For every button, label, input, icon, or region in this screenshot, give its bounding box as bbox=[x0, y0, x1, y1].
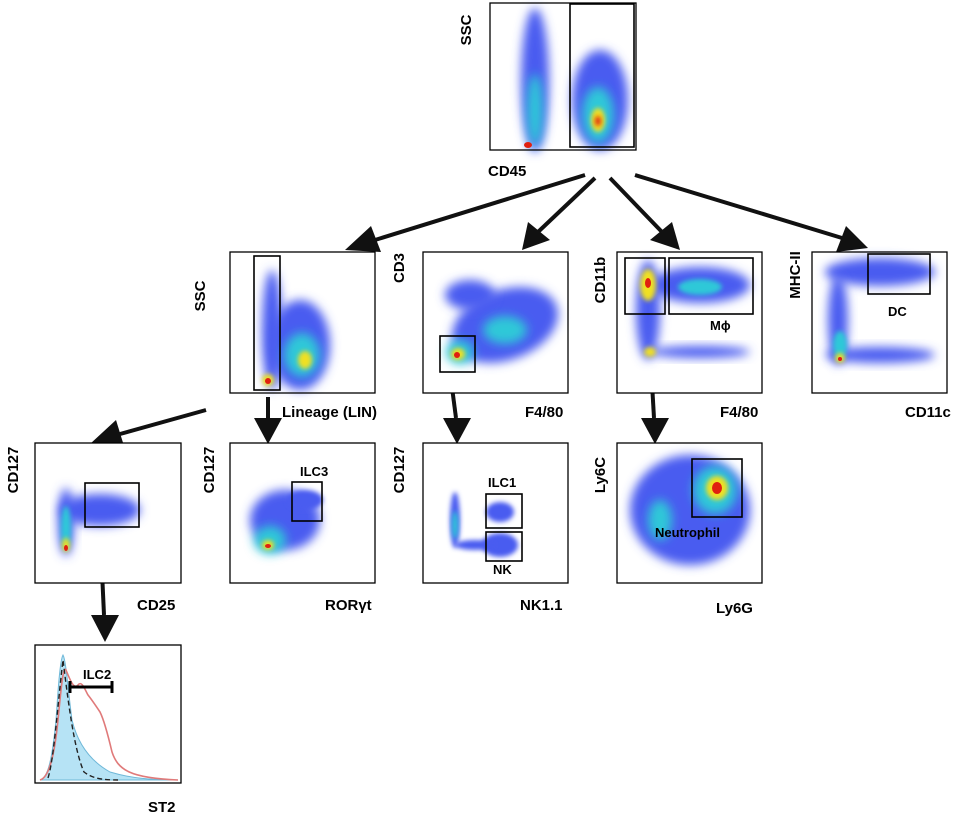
density-blobs bbox=[445, 280, 559, 364]
gate-label-dc: DC bbox=[888, 304, 907, 319]
x-axis-label: RORγt bbox=[325, 597, 372, 614]
plot-frame bbox=[616, 251, 763, 394]
gate-label-ilc2: ILC2 bbox=[83, 667, 111, 682]
density-blobs bbox=[58, 488, 140, 556]
gate-label-macrophage: Mϕ bbox=[710, 318, 731, 333]
histogram-dashed bbox=[47, 659, 121, 781]
y-axis-label: CD127 bbox=[391, 447, 408, 494]
gate-ilc1 bbox=[485, 493, 523, 529]
panel-st2: ILC2 ST2 bbox=[34, 644, 182, 816]
arrow-icon bbox=[345, 173, 586, 252]
gate-label-ilc3: ILC3 bbox=[300, 464, 328, 479]
plot-frame bbox=[229, 251, 376, 394]
density-blobs bbox=[250, 490, 323, 554]
y-axis-label: CD127 bbox=[5, 447, 22, 494]
y-axis-label: MHC-II bbox=[787, 251, 804, 299]
x-axis-label: CD11c bbox=[905, 404, 951, 421]
gate-label-neutrophil: Neutrophil bbox=[655, 525, 720, 540]
plot-frame bbox=[422, 442, 569, 584]
x-axis-label: F4/80 bbox=[720, 404, 758, 421]
y-axis-label: CD11b bbox=[592, 257, 609, 304]
arrow-icon bbox=[608, 176, 680, 250]
gate bbox=[569, 3, 635, 148]
panel-cd25: CD127 CD25 bbox=[5, 442, 182, 614]
gate bbox=[439, 335, 476, 373]
y-axis-label: SSC bbox=[458, 14, 475, 45]
y-axis-label: SSC bbox=[192, 280, 209, 311]
density-blobs bbox=[825, 258, 935, 365]
density-blobs bbox=[262, 270, 330, 390]
plot-frame bbox=[34, 442, 182, 584]
x-axis-label: CD25 bbox=[137, 597, 175, 614]
arrow-icon bbox=[90, 408, 207, 446]
density-blobs bbox=[521, 8, 628, 152]
gate-label-ilc1: ILC1 bbox=[488, 475, 516, 490]
panel-cd11b: Mϕ CD11b F4/80 bbox=[592, 251, 763, 421]
y-axis-label: Ly6C bbox=[592, 457, 609, 493]
density-blobs bbox=[636, 260, 750, 360]
plot-frame bbox=[616, 442, 763, 584]
gate bbox=[624, 257, 666, 315]
panel-mhc: DC MHC-II CD11c bbox=[787, 251, 951, 421]
arrow-icon bbox=[634, 173, 868, 252]
plot-frame bbox=[229, 442, 376, 584]
x-axis-label: NK1.1 bbox=[520, 597, 563, 614]
panel-ly6g: Neutrophil Ly6C Ly6G bbox=[592, 442, 763, 617]
plot-frame bbox=[34, 644, 182, 784]
plot-frame bbox=[422, 251, 569, 394]
y-axis-label: CD127 bbox=[201, 447, 218, 494]
gate bbox=[84, 482, 140, 528]
arrow-icon bbox=[522, 176, 597, 250]
gate bbox=[253, 255, 281, 391]
gate-ilc2-bar bbox=[68, 681, 114, 693]
density-blobs bbox=[450, 492, 518, 557]
gate-macrophage bbox=[668, 257, 754, 315]
x-axis-label: CD45 bbox=[488, 163, 526, 180]
panel-rorgt: ILC3 CD127 RORγt bbox=[201, 442, 376, 614]
panel-nk11: ILC1 NK CD127 NK1.1 bbox=[391, 442, 569, 614]
arrow-icon bbox=[254, 397, 282, 444]
x-axis-label: ST2 bbox=[148, 799, 176, 816]
gate-label-nk: NK bbox=[493, 562, 512, 577]
x-axis-label: Lineage (LIN) bbox=[282, 404, 377, 421]
gate-ilc3 bbox=[291, 481, 323, 522]
gate-dc bbox=[867, 253, 931, 295]
gate-neutrophil bbox=[691, 458, 743, 518]
density-blobs bbox=[630, 455, 750, 565]
panel-cd45: SSC CD45 bbox=[458, 2, 637, 180]
panel-lin: SSC Lineage (LIN) bbox=[192, 251, 377, 421]
plot-frame bbox=[811, 251, 948, 394]
panel-cd3: CD3 F4/80 bbox=[391, 251, 569, 421]
x-axis-label: F4/80 bbox=[525, 404, 563, 421]
gate-nk bbox=[485, 531, 523, 562]
y-axis-label: CD3 bbox=[391, 253, 408, 283]
plot-frame bbox=[489, 2, 637, 151]
x-axis-label: Ly6G bbox=[716, 600, 753, 617]
